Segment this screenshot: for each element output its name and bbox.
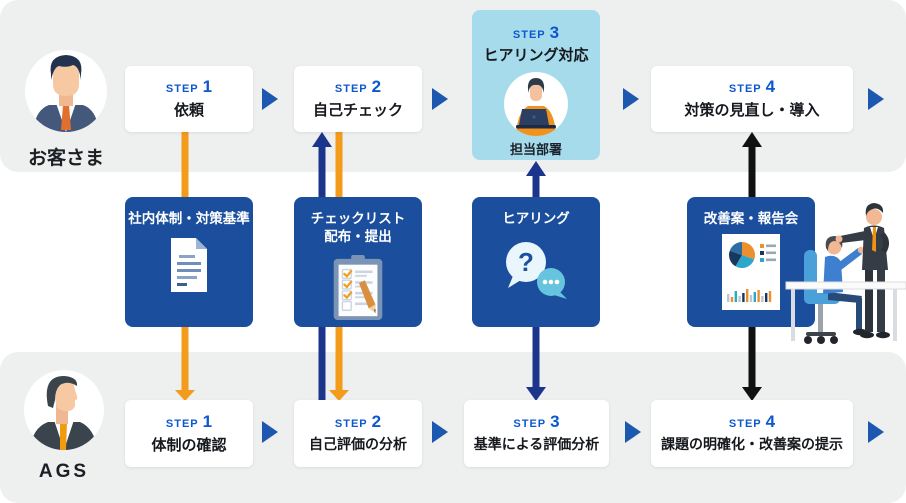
customer-persona: お客さま (0, 50, 132, 170)
step-title: 対策の見直し・導入 (684, 102, 820, 119)
process-box-title: 改善案・報告会 (703, 211, 799, 226)
staff-laptop-icon (504, 72, 568, 136)
step-title: 体制の確認 (151, 436, 227, 454)
ags-label: AGS (38, 461, 90, 482)
ags-avatar-icon (24, 370, 104, 450)
report-chart-icon (722, 234, 780, 311)
document-icon (171, 238, 207, 293)
customer-avatar-icon (25, 50, 107, 132)
process-box-title: 社内体制・対策基準 (128, 211, 250, 226)
step-title: 自己チェック (312, 102, 403, 119)
step-title: 基準による評価分析 (473, 436, 600, 452)
process-box-internal-structure: 社内体制・対策基準 (125, 197, 253, 327)
process-box-title: ヒアリング (502, 211, 570, 226)
step-title: 課題の明確化・改善案の提示 (661, 436, 843, 452)
customer-label: お客さま (27, 148, 104, 169)
step-title: 自己評価の分析 (309, 436, 407, 452)
question-chat-icon: ? (506, 242, 567, 300)
process-box-title: チェックリスト 配布・提出 (310, 211, 406, 245)
ags-persona: AGS (0, 370, 128, 483)
process-box-checklist: チェックリスト 配布・提出 (294, 197, 422, 327)
step-subtitle: 担当部署 (509, 142, 562, 157)
step-title: 依頼 (173, 102, 204, 119)
step-title: ヒアリング対応 (483, 47, 589, 64)
svg-text:?: ? (518, 247, 534, 277)
process-box-hearing: ヒアリング ? (472, 197, 600, 327)
meeting-illustration (778, 190, 906, 357)
meeting-people-icon (785, 203, 906, 344)
checklist-icon (333, 255, 383, 321)
